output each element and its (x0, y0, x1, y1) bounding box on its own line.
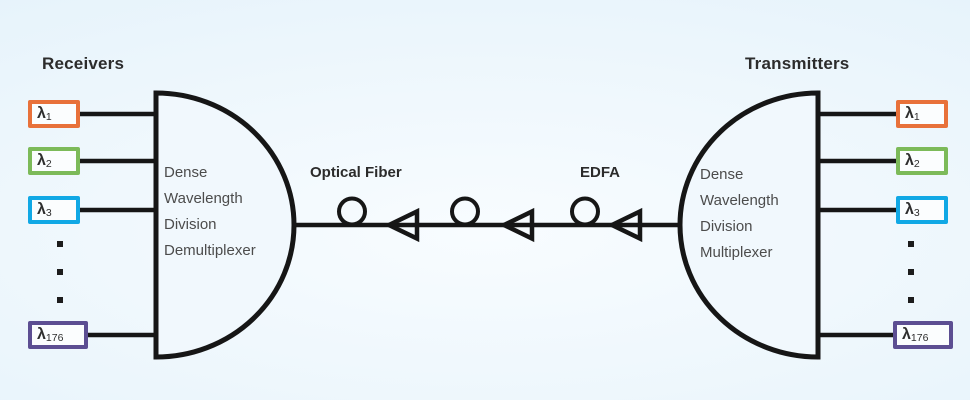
edfa-label: EDFA (580, 164, 621, 181)
multiplexer-shape (677, 90, 821, 360)
signal-arrow-icon-1 (383, 207, 420, 243)
lambda-symbol: λ (905, 201, 914, 218)
ellipsis-dot (57, 241, 63, 247)
lambda-subscript: 3 (913, 206, 920, 219)
fiber-coil-icon-1 (337, 196, 367, 227)
multiplexer-label: Dense Wavelength Division Multiplexer (700, 166, 779, 261)
lambda-symbol: λ (905, 152, 914, 169)
lambda-symbol: λ (37, 105, 46, 122)
receivers-title: Receivers (42, 54, 125, 73)
demultiplexer-label: Dense Wavelength Division Demultiplexer (164, 164, 256, 259)
optical-fiber-label: Optical Fiber (310, 164, 402, 181)
signal-arrow-icon-3 (606, 207, 643, 243)
demultiplexer-shape (153, 90, 297, 360)
ellipsis-dot (908, 269, 914, 275)
lambda-subscript: 3 (45, 206, 52, 219)
edfa-coil-icon (570, 196, 600, 227)
transmitters-title: Transmitters (745, 54, 850, 73)
ellipsis-dot (57, 297, 63, 303)
lambda-subscript: 176 (45, 331, 64, 344)
lambda-symbol: λ (37, 152, 46, 169)
lambda-symbol: λ (37, 201, 46, 218)
lambda-subscript: 1 (45, 110, 52, 123)
lambda-symbol: λ (37, 326, 46, 343)
ellipsis-dot (908, 241, 914, 247)
lambda-subscript: 2 (45, 157, 52, 170)
lambda-subscript: 2 (913, 157, 920, 170)
ellipsis-dot (57, 269, 63, 275)
lambda-subscript: 176 (910, 331, 929, 344)
ellipsis-dot (908, 297, 914, 303)
lambda-symbol: λ (902, 326, 911, 343)
fiber-coil-icon-2 (450, 196, 480, 227)
lambda-subscript: 1 (913, 110, 920, 123)
signal-arrow-icon-2 (498, 207, 535, 243)
lambda-symbol: λ (905, 105, 914, 122)
